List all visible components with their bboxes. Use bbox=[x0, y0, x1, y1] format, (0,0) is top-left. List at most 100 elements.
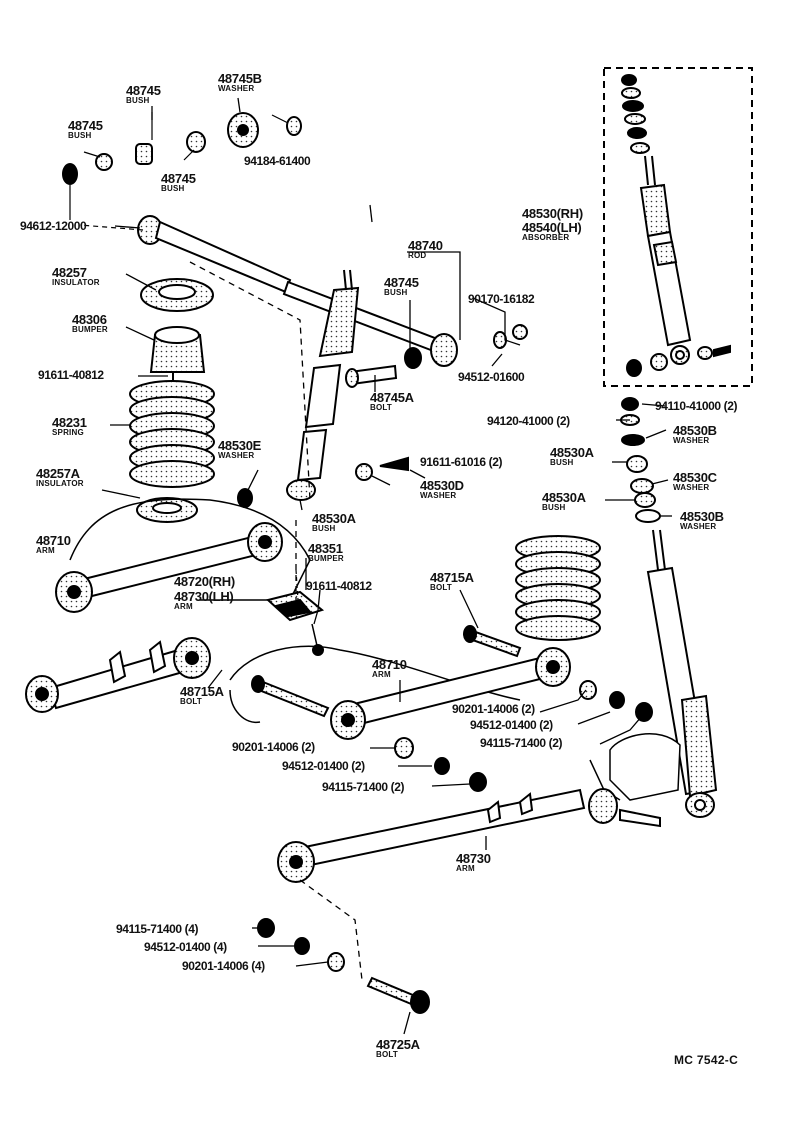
part-name: SPRING bbox=[52, 428, 84, 437]
leader-lines bbox=[101, 97, 672, 1035]
diagram-code: MC 7542-C bbox=[674, 1053, 739, 1067]
part-number: 90201-14006 (2) bbox=[452, 702, 535, 716]
part-callout-p3: 94184-61400 bbox=[244, 155, 311, 167]
part-callout-p11: 90170-16182 bbox=[468, 293, 535, 305]
part-number: 94512-01400 (2) bbox=[282, 759, 365, 773]
part-number: 48745A bbox=[370, 390, 414, 405]
part-callout-p33: 91611-40812 bbox=[306, 580, 372, 592]
part-number: 48530(RH) bbox=[522, 206, 583, 221]
part-callout-p29: 48710 ARM bbox=[36, 534, 71, 555]
part-callout-p45: 94512-01400 (4) bbox=[144, 941, 227, 953]
part-number: 48745 bbox=[126, 83, 161, 98]
bumper-48351 bbox=[265, 569, 325, 656]
part-number: 48257A bbox=[36, 466, 80, 481]
part-number: 48740 bbox=[408, 238, 443, 253]
part-name: ARM bbox=[174, 602, 193, 611]
part-number: 48745 bbox=[68, 118, 103, 133]
part-number: 48730(LH) bbox=[174, 589, 234, 604]
part-number: 48530C bbox=[673, 470, 717, 485]
part-callout-p24: 48530D WASHER bbox=[420, 479, 464, 500]
part-number: 48715A bbox=[180, 684, 224, 699]
coil-spring-right bbox=[515, 535, 601, 641]
part-name: WASHER bbox=[673, 436, 710, 445]
part-name: BUMPER bbox=[308, 554, 344, 563]
part-name: BUSH bbox=[126, 96, 150, 105]
part-number: 48530B bbox=[673, 423, 717, 438]
part-name: ARM bbox=[456, 864, 475, 873]
part-callout-p42: 94115-71400 (2) bbox=[322, 781, 404, 793]
axle-housing bbox=[69, 498, 681, 801]
part-callout-p32: 48730(LH) ARM bbox=[174, 589, 234, 611]
part-callout-p12: 48306 BUMPER bbox=[72, 313, 108, 334]
part-number: 91611-40812 bbox=[38, 368, 104, 382]
part-number: 48720(RH) bbox=[174, 574, 235, 589]
lateral-rod bbox=[79, 215, 528, 388]
part-number: 94612-12000 bbox=[20, 219, 87, 233]
lower-arms bbox=[25, 522, 661, 883]
part-number: 48530D bbox=[420, 478, 464, 493]
part-number: 48530E bbox=[218, 438, 262, 453]
part-number: 94120-41000 (2) bbox=[487, 414, 570, 428]
part-callout-p40: 94115-71400 (2) bbox=[480, 737, 562, 749]
part-number: 94115-71400 (2) bbox=[480, 736, 563, 750]
right-hardware bbox=[620, 397, 661, 523]
part-callout-p39: 90201-14006 (2) bbox=[232, 741, 315, 753]
lower-shock bbox=[646, 529, 718, 818]
part-name: BUSH bbox=[384, 288, 408, 297]
part-number: 48306 bbox=[72, 312, 107, 327]
part-name: BUSH bbox=[542, 503, 566, 512]
part-callout-p25: 48530C WASHER bbox=[673, 471, 717, 492]
part-callout-p5: 94612-12000 bbox=[20, 219, 87, 233]
part-number: 48530A bbox=[312, 511, 356, 526]
part-callout-p46: 90201-14006 (4) bbox=[182, 960, 265, 972]
part-callout-p13: 94512-01600 bbox=[458, 370, 525, 384]
part-callout-p37: 90201-14006 (2) bbox=[452, 703, 535, 715]
part-number: 91611-40812 bbox=[306, 579, 372, 593]
part-number: 48710 bbox=[36, 533, 71, 548]
part-callout-p18: 48231 SPRING bbox=[52, 416, 87, 437]
part-number: 48745 bbox=[161, 171, 196, 186]
part-number: 48540(LH) bbox=[522, 220, 582, 235]
part-name: WASHER bbox=[680, 522, 717, 531]
part-callout-p30: 48351 BUMPER bbox=[308, 542, 344, 563]
spring-stack bbox=[129, 278, 215, 523]
part-callout-p36: 48715A BOLT bbox=[180, 685, 224, 706]
part-name: ARM bbox=[36, 546, 55, 555]
part-callout-p17: 94120-41000 (2) bbox=[487, 415, 570, 427]
part-name: WASHER bbox=[673, 483, 710, 492]
part-name: INSULATOR bbox=[52, 278, 100, 287]
part-name: BUSH bbox=[68, 131, 92, 140]
part-callout-p31: 48720(RH) bbox=[174, 575, 235, 588]
part-name: ARM bbox=[372, 670, 391, 679]
part-callout-p9: 48257 INSULATOR bbox=[52, 266, 100, 287]
part-name: BOLT bbox=[180, 697, 202, 706]
part-callout-p44: 94115-71400 (4) bbox=[116, 923, 198, 935]
part-name: WASHER bbox=[218, 451, 255, 460]
part-callout-p4: 48745 BUSH bbox=[161, 172, 196, 193]
part-name: BOLT bbox=[370, 403, 392, 412]
part-callout-p2: 48745 BUSH bbox=[68, 119, 103, 140]
part-callout-p14: 91611-40812 bbox=[38, 369, 104, 381]
part-name: WASHER bbox=[218, 84, 255, 93]
part-callout-p35: 48710 ARM bbox=[372, 658, 407, 679]
part-number: 48530A bbox=[542, 490, 586, 505]
part-callout-p19: 48530B WASHER bbox=[673, 424, 717, 445]
upper-small-parts bbox=[62, 112, 302, 220]
part-name: INSULATOR bbox=[36, 479, 84, 488]
bolts bbox=[251, 625, 522, 1014]
part-name: BUMPER bbox=[72, 325, 108, 334]
part-number: 48351 bbox=[308, 541, 343, 556]
part-callout-p22: 48530A BUSH bbox=[550, 446, 594, 467]
part-callout-p28: 48530B WASHER bbox=[680, 510, 724, 531]
part-callout-p27: 48530A BUSH bbox=[312, 512, 356, 533]
part-number: 90201-14006 (2) bbox=[232, 740, 315, 754]
part-number: 94512-01600 bbox=[458, 370, 525, 384]
part-number: 48715A bbox=[430, 570, 474, 585]
part-name: BOLT bbox=[376, 1050, 398, 1059]
part-name: ROD bbox=[408, 251, 427, 260]
coil-spring-left bbox=[129, 380, 215, 488]
part-number: 91611-61016 (2) bbox=[420, 455, 503, 469]
part-number: 48530B bbox=[680, 509, 724, 524]
part-number: 94115-71400 (2) bbox=[322, 780, 405, 794]
